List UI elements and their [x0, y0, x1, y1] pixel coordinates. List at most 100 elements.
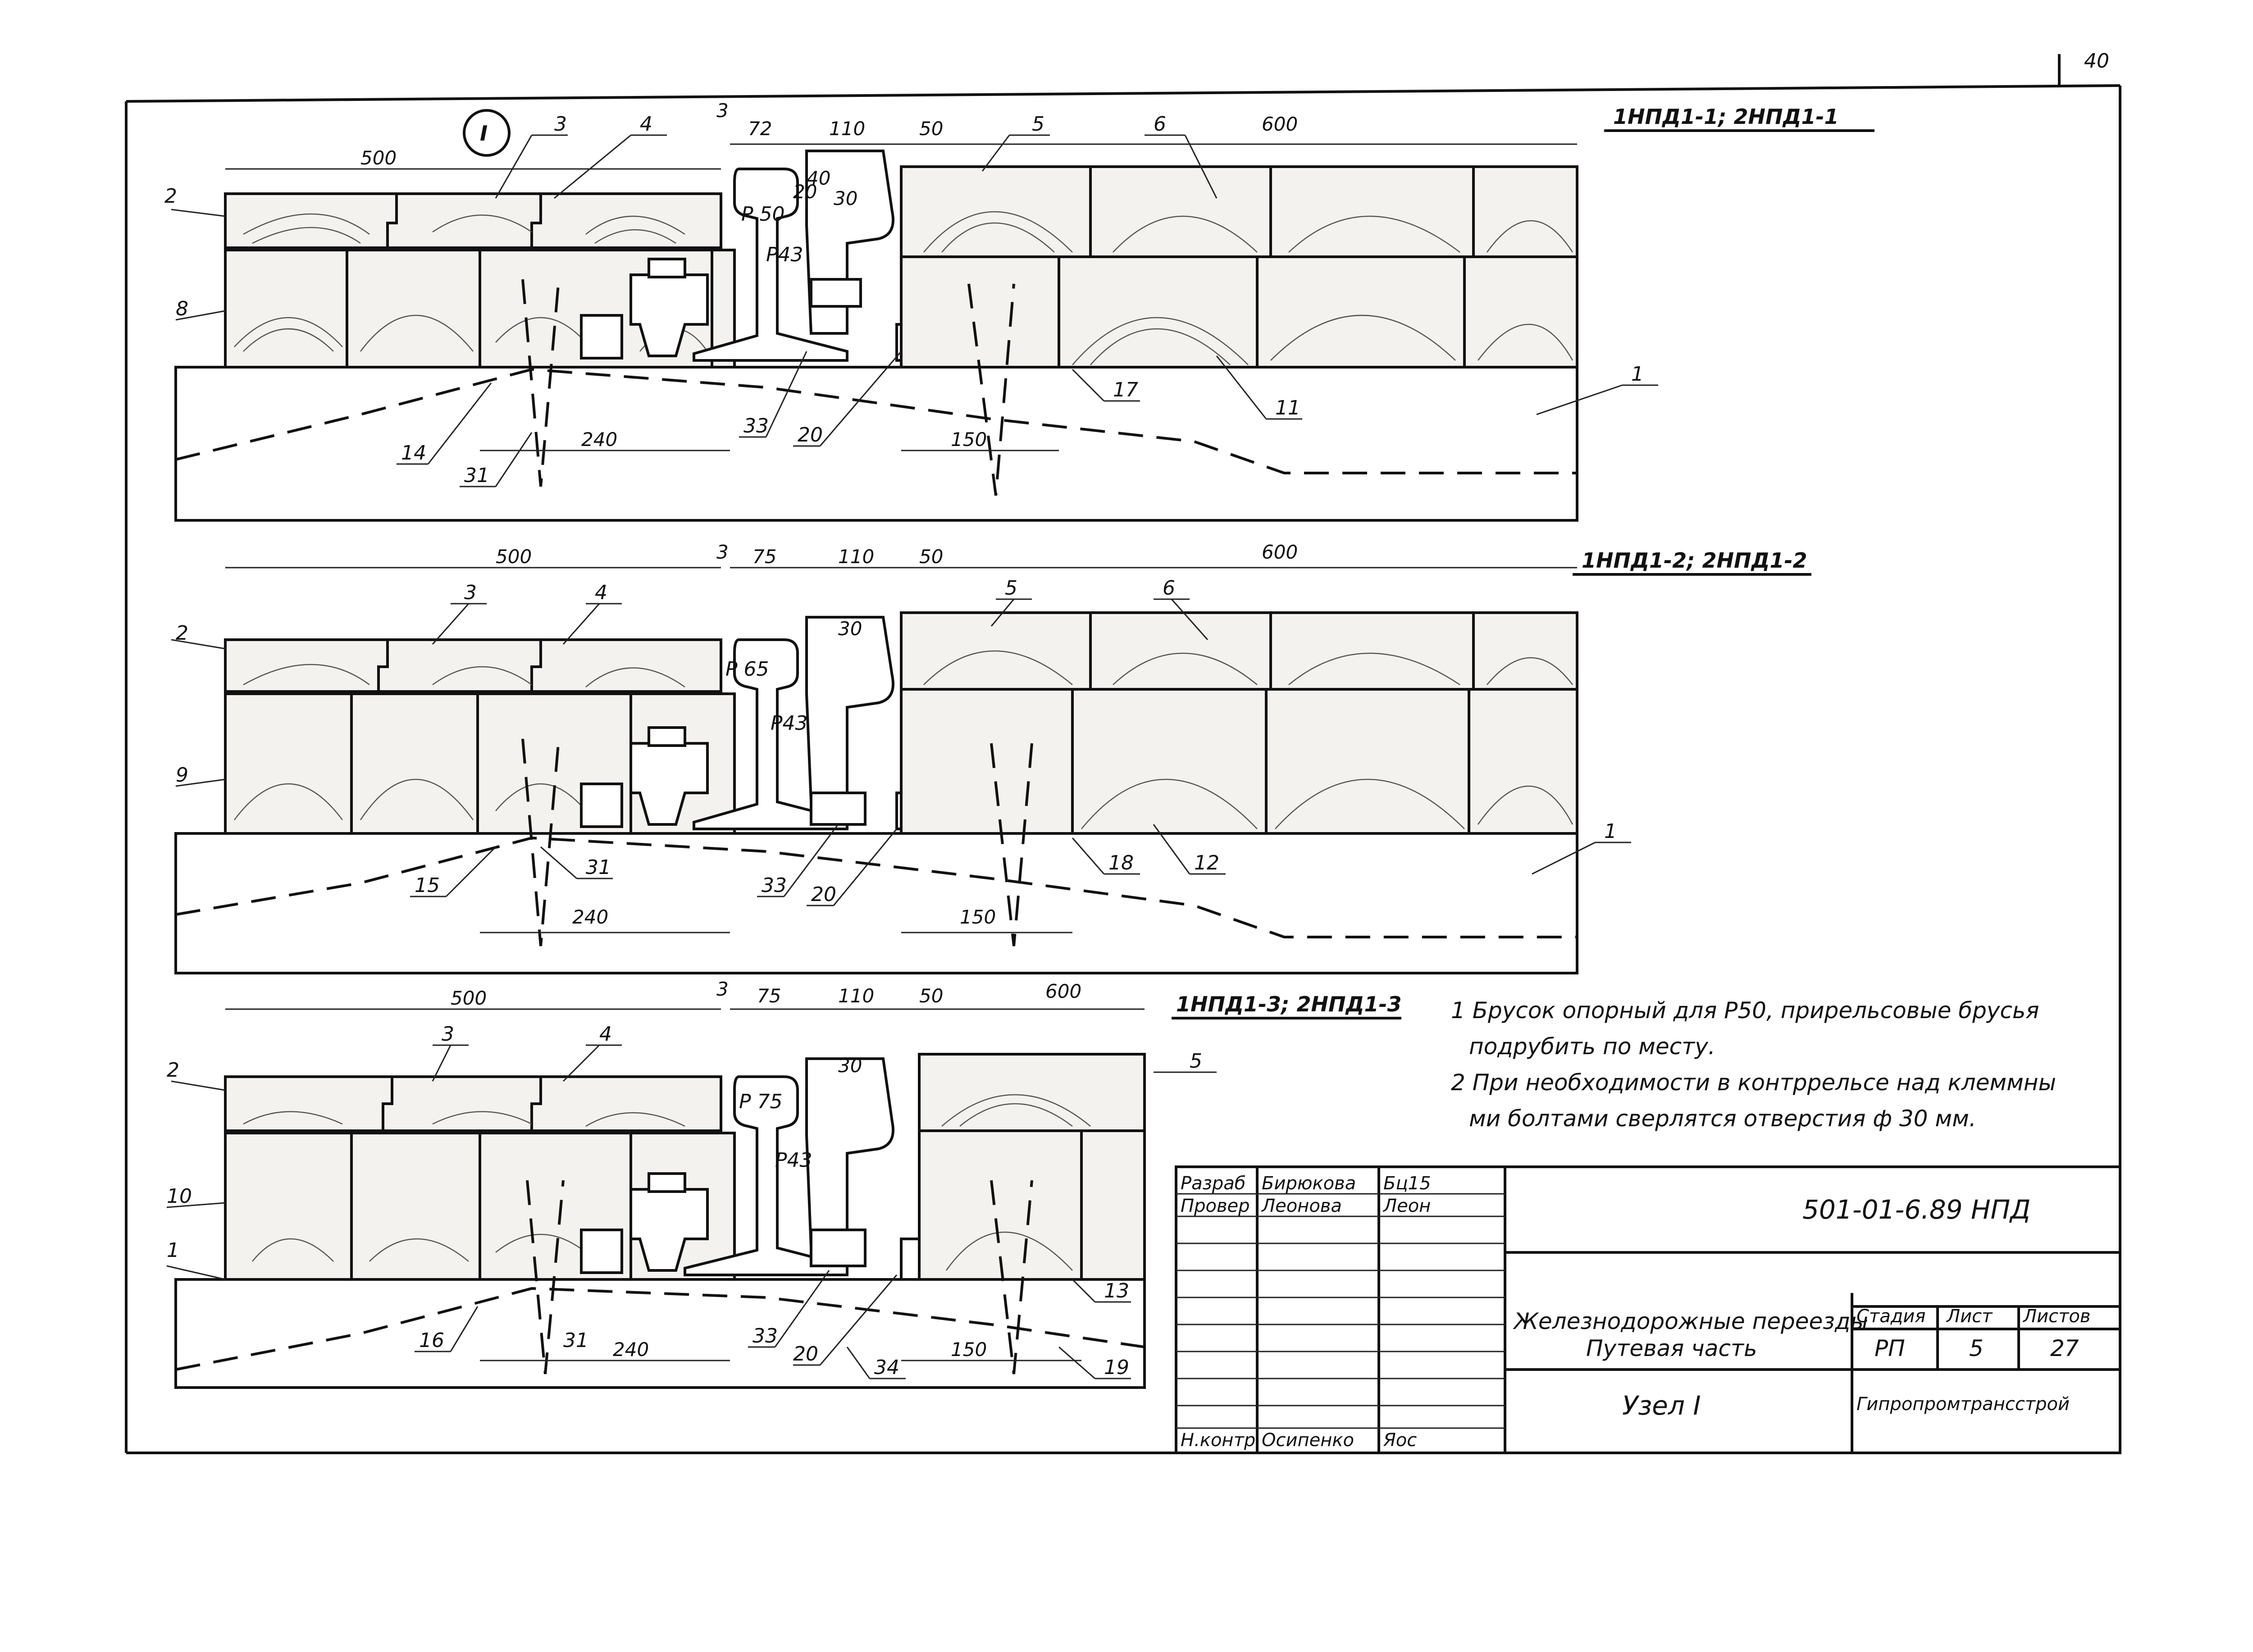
dim-110: 110 [838, 546, 874, 568]
dim-30: 30 [838, 1055, 862, 1077]
dim-50: 50 [919, 118, 943, 140]
dim-50: 50 [919, 985, 943, 1007]
dim-3: 3 [716, 100, 729, 122]
callout-33: 33 [743, 414, 769, 437]
dim-110: 110 [829, 118, 865, 140]
callout-19: 19 [1104, 1356, 1129, 1379]
callout-1: 1 [167, 1239, 179, 1262]
object-title: Железнодорожные переезды [1513, 1308, 1868, 1334]
dim-3: 3 [716, 541, 729, 563]
dim-20: 20 [793, 181, 817, 203]
stage-value: РП [1874, 1335, 1905, 1361]
name-checker: Леонова [1261, 1196, 1342, 1216]
note-line: 2 При необходимости в контррельсе над кл… [1451, 1069, 2056, 1096]
section-1: Р 50 Р43 500 3 72 110 50 600 [164, 100, 1874, 522]
page-number: 40 [2084, 50, 2109, 73]
note-line: 1 Брусок опорный для Р50, прирельсовые б… [1451, 997, 2039, 1024]
dim-500: 500 [451, 987, 487, 1009]
callouts: 3 4 5 6 2 9 1 15 31 33 20 18 12 [171, 577, 1631, 906]
dim-240: 240 [613, 1338, 649, 1361]
callout-2: 2 [176, 622, 188, 645]
callout-5: 5 [1032, 113, 1044, 136]
note-line: подрубить по месту. [1469, 1033, 1715, 1060]
callout-11: 11 [1275, 396, 1300, 419]
signature-checker: Леон [1382, 1196, 1431, 1216]
dim-50: 50 [919, 546, 943, 568]
callout-2: 2 [164, 185, 177, 208]
dim-500: 500 [360, 147, 397, 169]
callout-34: 34 [874, 1356, 899, 1379]
dim-600: 600 [1262, 541, 1298, 563]
dim-40: 40 [807, 167, 830, 189]
dim-150: 150 [951, 428, 987, 451]
callout-1: 1 [1604, 820, 1617, 843]
sheet-title: Узел I [1622, 1390, 1701, 1421]
callout-9: 9 [176, 764, 188, 787]
sheets-value: 27 [2050, 1335, 2079, 1361]
rail-type-label: Р 75 [739, 1090, 783, 1113]
guard-rail-label: Р43 [766, 243, 803, 266]
signature-developer: Бц15 [1383, 1173, 1431, 1194]
rail-type-label: Р 65 [725, 658, 769, 681]
callout-20: 20 [793, 1343, 818, 1365]
callout-13: 13 [1104, 1279, 1129, 1302]
callouts: 3 4 5 6 2 8 1 14 31 33 20 17 11 [164, 113, 1658, 487]
object-subtitle: Путевая часть [1586, 1335, 1757, 1361]
callout-4: 4 [599, 1023, 612, 1046]
callout-6: 6 [1163, 577, 1175, 600]
document-code: 501-01-6.89 НПД [1802, 1194, 2030, 1225]
callout-4: 4 [640, 113, 652, 136]
callout-12: 12 [1194, 851, 1219, 874]
callout-20: 20 [811, 883, 836, 906]
dim-150: 150 [951, 1338, 987, 1361]
dim-3: 3 [716, 978, 729, 1000]
rail-type-label: Р 50 [741, 203, 785, 226]
callout-5: 5 [1005, 577, 1017, 600]
signature-norm-control: Яос [1383, 1430, 1417, 1451]
stage-label: Стадия [1856, 1306, 1925, 1327]
dim-110: 110 [838, 985, 874, 1007]
callouts: 3 4 5 2 10 1 16 31 33 20 34 13 19 [166, 1023, 1217, 1379]
dim-75: 75 [753, 546, 776, 568]
dim-600: 600 [1045, 980, 1081, 1002]
callout-31: 31 [586, 856, 611, 879]
callout-2: 2 [167, 1059, 179, 1082]
callout-15: 15 [415, 874, 440, 897]
callout-17: 17 [1113, 378, 1138, 401]
dim-72: 72 [748, 118, 772, 140]
dim-240: 240 [581, 428, 617, 451]
role-norm-control: Н.контр [1181, 1430, 1255, 1451]
name-norm-control: Осипенко [1262, 1430, 1354, 1451]
callout-3: 3 [554, 113, 567, 136]
section-2: Р 65 Р43 500 3 75 110 50 600 240 150 30 [171, 541, 1811, 974]
dim-500: 500 [496, 546, 532, 568]
callout-31: 31 [464, 464, 489, 487]
callout-31: 31 [563, 1329, 588, 1352]
section-3: Р 75 Р43 500 3 75 110 50 600 240 150 30 … [166, 978, 1402, 1389]
callout-3: 3 [464, 581, 477, 604]
section-mark: 1НПД1-1; 2НПД1-1 [1613, 105, 1839, 129]
callout-33: 33 [762, 874, 787, 897]
dim-30: 30 [834, 187, 857, 209]
title-block: Разраб Бирюкова Бц15 Провер Леонова Леон… [1175, 1165, 2121, 1454]
dim-75: 75 [757, 985, 781, 1007]
callout-1: 1 [1631, 363, 1644, 386]
section-mark: 1НПД1-2; 2НПД1-2 [1582, 548, 1807, 573]
callout-14: 14 [401, 441, 426, 464]
notes: 1 Брусок опорный для Р50, прирельсовые б… [1451, 997, 2056, 1132]
sheets-label: Листов [2022, 1306, 2090, 1327]
callout-5: 5 [1190, 1050, 1202, 1073]
dim-150: 150 [960, 906, 996, 928]
dim-30: 30 [838, 618, 862, 640]
callout-10: 10 [167, 1185, 192, 1208]
sheet-value: 5 [1969, 1335, 1984, 1361]
support-block [174, 1278, 1146, 1389]
callout-33: 33 [753, 1324, 778, 1347]
guard-rail-label: Р43 [775, 1149, 812, 1172]
support-block [174, 366, 1578, 522]
organization: Гипропромтрансстрой [1856, 1394, 2070, 1415]
callout-3: 3 [442, 1023, 454, 1046]
role-checker: Провер [1181, 1196, 1250, 1216]
dim-600: 600 [1262, 113, 1298, 135]
